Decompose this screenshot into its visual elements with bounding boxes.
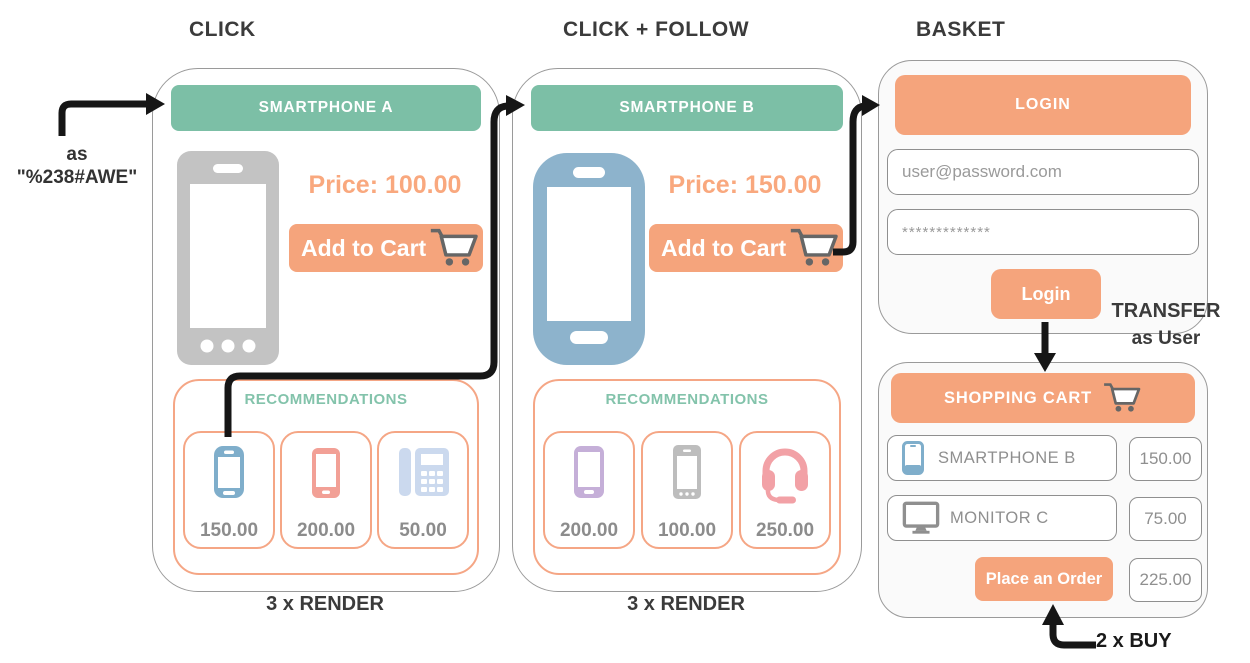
- column-title-basket: BASKET: [916, 18, 1006, 41]
- cart-item-price-value: 150.00: [1139, 449, 1192, 468]
- smartphone-blue-large-icon: [533, 153, 645, 365]
- recommendation-card[interactable]: 250.00: [739, 431, 831, 549]
- cart-icon: [431, 228, 478, 266]
- cart-icon: [791, 228, 838, 266]
- login-header: LOGIN: [895, 75, 1191, 135]
- cart-item-name: SMARTPHONE B: [938, 448, 1076, 467]
- smartphone-salmon-icon: [312, 448, 340, 498]
- recommendations-title: RECOMMENDATIONS: [605, 391, 769, 408]
- product-b-price: Price: 150.00: [668, 171, 822, 199]
- login-button[interactable]: Login: [991, 269, 1101, 319]
- arrow-enter-click: [58, 93, 165, 136]
- smartphone-icon: [902, 441, 924, 475]
- product-page-b: SMARTPHONE B Price: 150.00 Add to Cart R…: [512, 68, 862, 592]
- transfer-line1: TRANSFER: [1111, 300, 1221, 322]
- product-b-title: SMARTPHONE B: [531, 85, 843, 131]
- buy-note: 2 x BUY: [1096, 630, 1172, 652]
- smartphone-gray-small-icon: [673, 445, 701, 499]
- cart-item-name: MONITOR C: [950, 508, 1049, 527]
- transfer-line2: as User: [1131, 328, 1201, 349]
- recommendation-price: 200.00: [296, 520, 356, 541]
- shopping-cart-panel: SHOPPING CART SMARTPHONE B 150.00: [878, 362, 1208, 618]
- recommendation-price: 150.00: [199, 520, 259, 541]
- product-page-a: SMARTPHONE A Price: 100.00 Add to Cart R…: [152, 68, 500, 592]
- add-to-cart-label: Add to Cart: [301, 234, 427, 261]
- monitor-icon: [902, 501, 940, 534]
- smartphone-lavender-icon: [574, 446, 604, 498]
- product-a-price: Price: 100.00: [308, 171, 462, 199]
- product-a-title: SMARTPHONE A: [171, 85, 481, 131]
- recommendation-card[interactable]: 150.00: [183, 431, 275, 549]
- cart-item-price-value: 75.00: [1144, 509, 1187, 528]
- column-title-click: CLICK: [189, 18, 256, 41]
- cart-row-smartphone-b[interactable]: SMARTPHONE B: [887, 435, 1117, 481]
- place-order-button[interactable]: Place an Order: [975, 557, 1113, 601]
- recommendations-box-b: RECOMMENDATIONS 200.00: [533, 379, 841, 575]
- recommendation-card[interactable]: 200.00: [280, 431, 372, 549]
- cart-header: SHOPPING CART: [891, 373, 1195, 423]
- recommendation-price: 50.00: [399, 520, 447, 541]
- email-input[interactable]: [887, 149, 1199, 195]
- cart-icon: [1104, 383, 1141, 412]
- cart-row-monitor-c[interactable]: MONITOR C: [887, 495, 1117, 541]
- recommendations-title: RECOMMENDATIONS: [244, 391, 408, 408]
- recommendation-price: 200.00: [559, 520, 619, 541]
- request-annotation: as "%238#AWE": [0, 143, 154, 189]
- cart-total-value: 225.00: [1139, 570, 1192, 589]
- login-panel: LOGIN Login: [878, 60, 1208, 334]
- render-note-a: 3 x RENDER: [266, 593, 384, 615]
- recommendation-card[interactable]: 200.00: [543, 431, 635, 549]
- add-to-cart-label: Add to Cart: [661, 234, 787, 261]
- recommendation-card[interactable]: 50.00: [377, 431, 469, 549]
- headset-icon: [762, 448, 808, 504]
- column-title-click-follow: CLICK + FOLLOW: [563, 18, 750, 41]
- cart-total-box: 225.00: [1129, 558, 1202, 602]
- transfer-note: TRANSFER as User: [1093, 298, 1239, 352]
- cart-header-label: SHOPPING CART: [944, 388, 1092, 407]
- annotation-line1: as: [66, 144, 88, 165]
- add-to-cart-button-a[interactable]: Add to Cart: [289, 224, 483, 272]
- cart-item-price: 75.00: [1129, 497, 1202, 541]
- deskphone-icon: [399, 448, 449, 496]
- password-input[interactable]: [887, 209, 1199, 255]
- cart-item-price: 150.00: [1129, 437, 1202, 481]
- recommendation-price: 100.00: [657, 520, 717, 541]
- render-note-b: 3 x RENDER: [627, 593, 745, 615]
- smartphone-gray-icon: [177, 151, 279, 365]
- add-to-cart-button-b[interactable]: Add to Cart: [649, 224, 843, 272]
- recommendation-price: 250.00: [755, 520, 815, 541]
- annotation-line2: "%238#AWE": [16, 167, 138, 188]
- recommendations-box-a: RECOMMENDATIONS 150.00: [173, 379, 479, 575]
- recommendation-card[interactable]: 100.00: [641, 431, 733, 549]
- smartphone-blue-icon: [214, 446, 244, 498]
